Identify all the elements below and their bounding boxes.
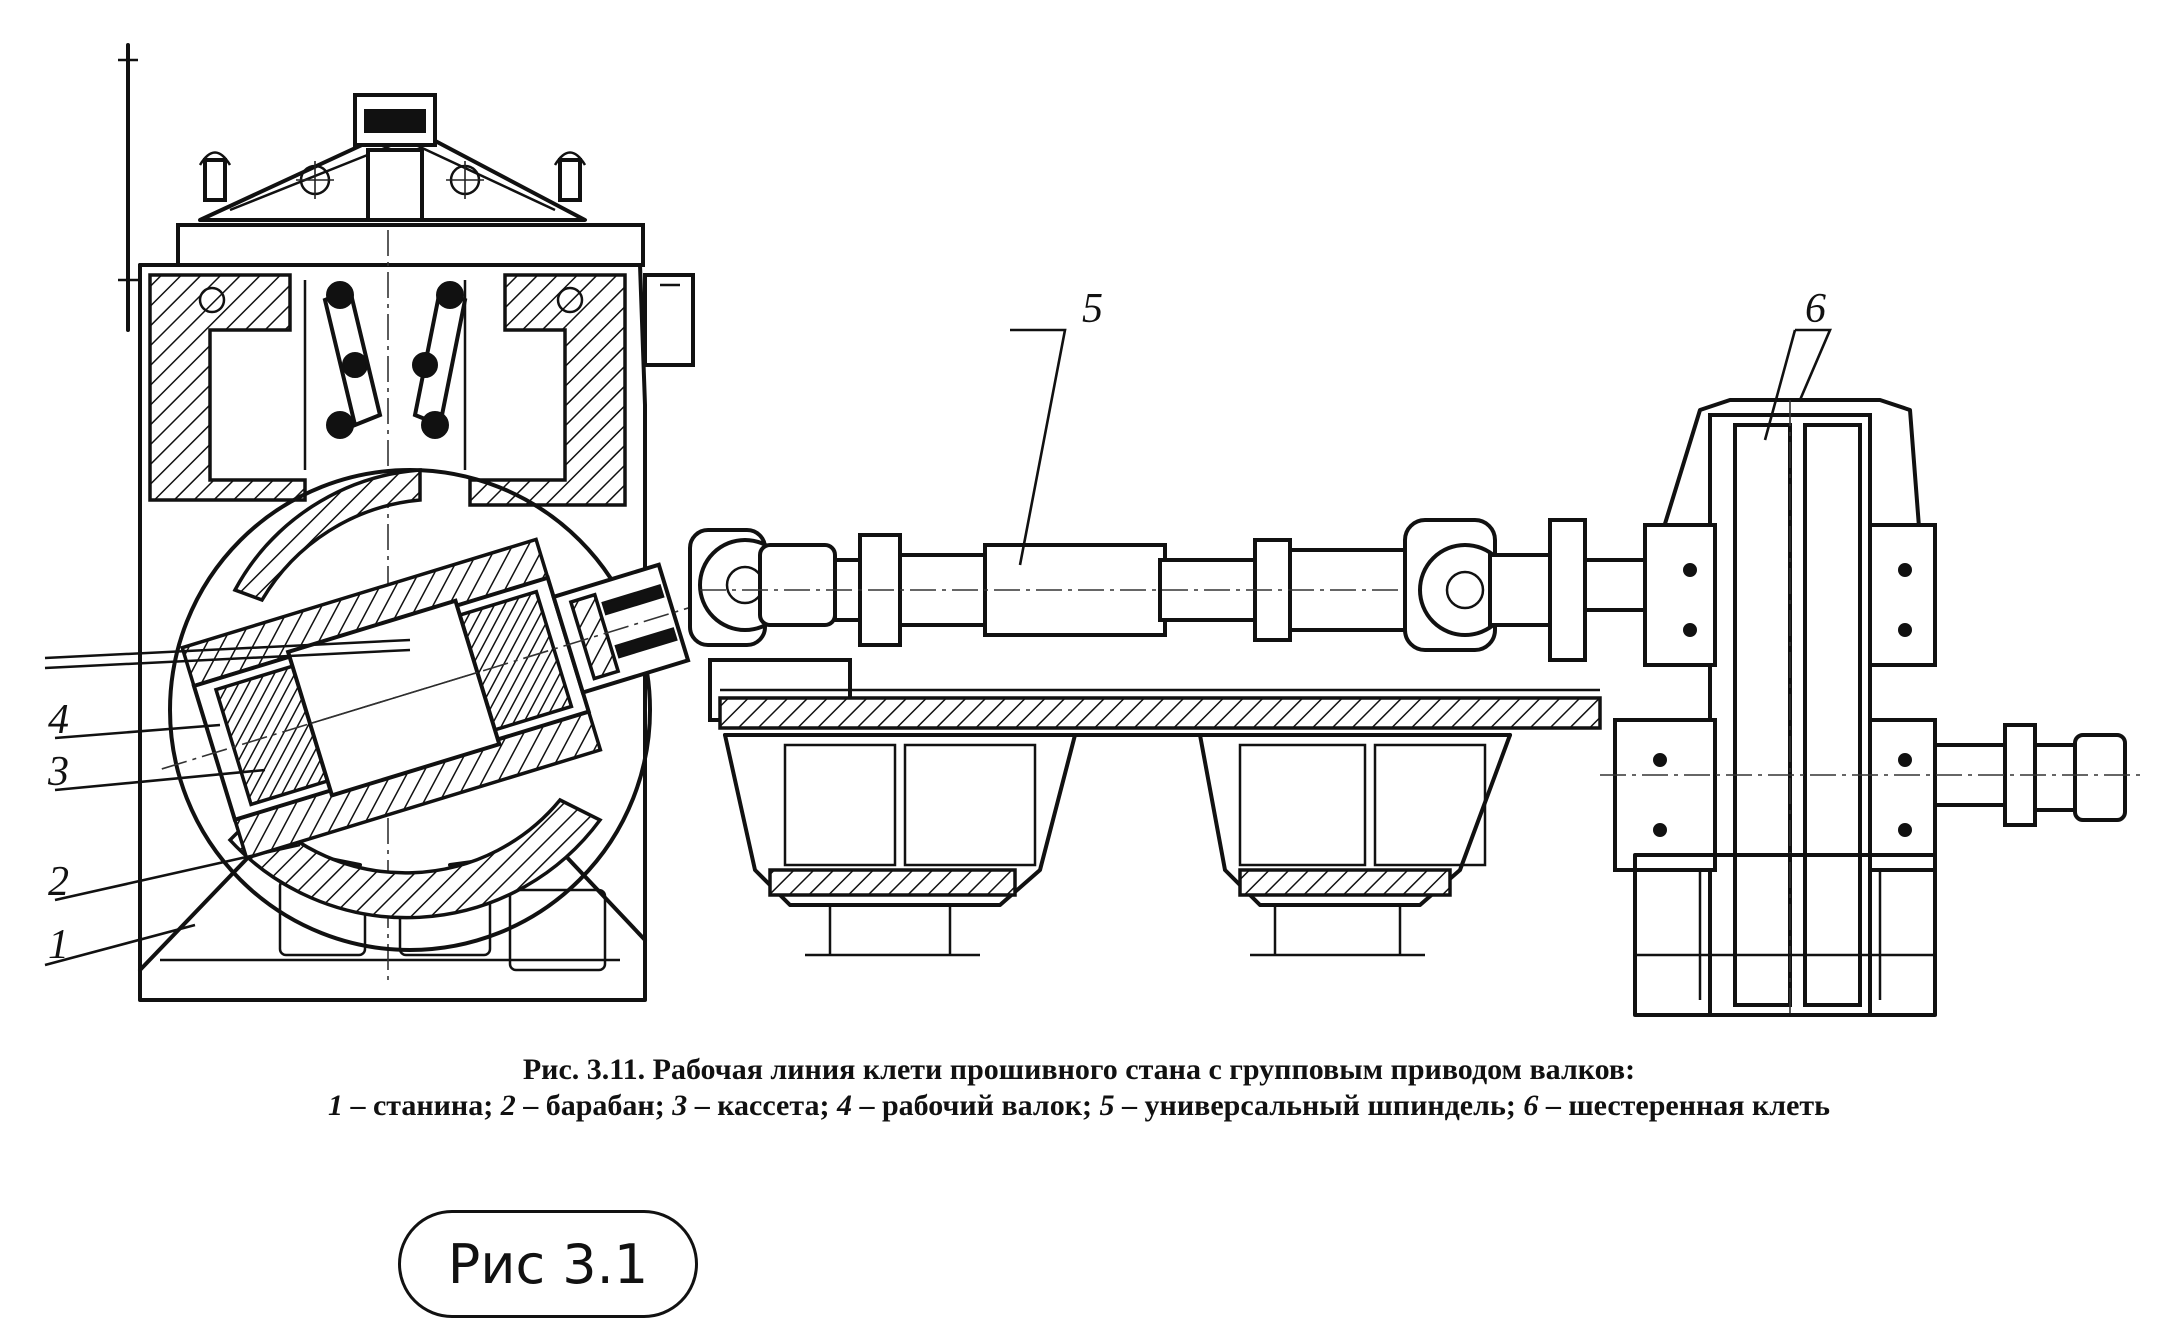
legend-text: барабан (545, 1089, 655, 1122)
caption-legend: 1 – станина; 2 – барабан; 3 – кассета; 4… (327, 1089, 1831, 1122)
legend-number: 3 (672, 1089, 688, 1122)
callout-6: 6 (1805, 286, 1826, 332)
pressure-yoke (198, 93, 587, 314)
handwritten-note: Рис 3.1 (398, 1210, 698, 1318)
legend-item: 6 – шестеренная клеть (1523, 1089, 1831, 1122)
toggle-linkage (322, 230, 468, 980)
legend-text: шестеренная клеть (1568, 1089, 1831, 1122)
legend-number: 1 (327, 1089, 343, 1122)
figure-caption: Рис. 3.11. Рабочая линия клети прошивног… (0, 1052, 2158, 1124)
caption-title: Рис. 3.11. Рабочая линия клети прошивног… (522, 1053, 1636, 1086)
roll-cassette (161, 537, 708, 861)
legend-item: 1 – станина (327, 1089, 484, 1122)
callout-leaders (44, 328, 1832, 967)
drum (168, 468, 652, 952)
callout-3: 3 (47, 749, 69, 795)
legend-text: станина (372, 1089, 484, 1122)
legend-item: 5 – универсальный шпиндель (1099, 1089, 1506, 1122)
legend-number: 4 (836, 1089, 852, 1122)
pinion-stand (1600, 398, 2140, 1017)
legend-item: 4 – рабочий валок (836, 1089, 1083, 1122)
legend-number: 2 (500, 1089, 516, 1122)
callout-2: 2 (48, 859, 69, 905)
spindle-support (708, 658, 1602, 957)
legend-text: универсальный шпиндель (1144, 1089, 1506, 1122)
legend-number: 6 (1523, 1089, 1539, 1122)
legend-item: 2 – барабан (500, 1089, 655, 1122)
legend-text: кассета (717, 1089, 820, 1122)
callout-5: 5 (1082, 286, 1103, 332)
legend-item: 3 – кассета (672, 1089, 820, 1122)
legend-text: рабочий валок (881, 1089, 1083, 1122)
callout-1: 1 (48, 922, 69, 968)
legend-number: 5 (1099, 1089, 1115, 1122)
universal-spindle (688, 518, 1647, 662)
callout-4: 4 (48, 697, 69, 743)
